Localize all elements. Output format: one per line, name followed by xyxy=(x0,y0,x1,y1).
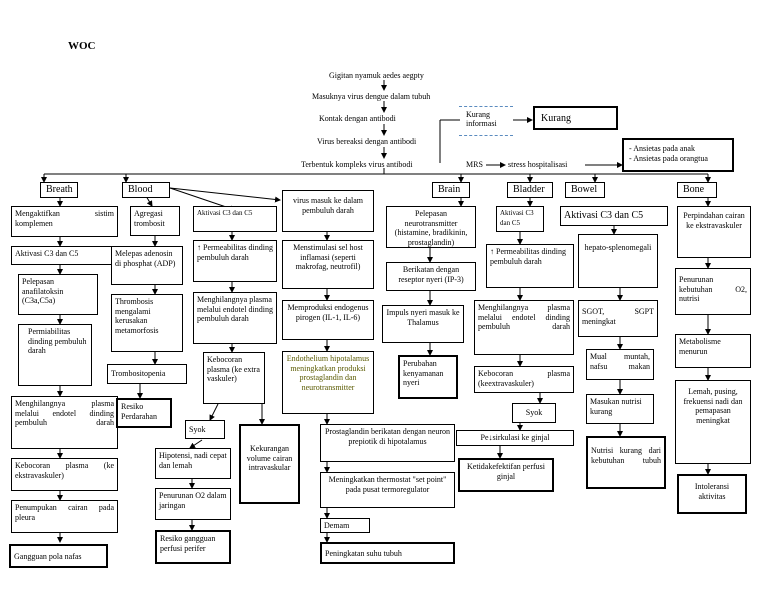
flow-step-1: Gigitan nyamuk aedes aegpty xyxy=(329,71,424,80)
bladder-sirkulasi: Pe↓sirkulasi ke ginjal xyxy=(456,430,574,446)
center-thermostat: Meningkatkan thermostat "set point" pada… xyxy=(320,472,455,508)
blood-adp: Melepas adenosin di phosphat (ADP) xyxy=(111,246,183,285)
header-blood: Blood xyxy=(122,182,170,198)
breath-anafilatoksin: Pelepasan anafilatoksin (C3a,C5a) xyxy=(18,274,98,315)
flow-step-4: Virus bereaksi dengan antibodi xyxy=(317,137,417,146)
header-bowel: Bowel xyxy=(565,182,605,198)
brain-perubahan-kenyamanan: Perubahan kenyamanan nyeri xyxy=(398,355,458,399)
header-bladder: Bladder xyxy=(507,182,553,198)
bowel-nutrisi-kurang: Nutrisi kurang dari kebutuhan tubuh xyxy=(586,436,666,489)
blood-kekurangan-volume: Kekurangan volume cairan intravaskular xyxy=(239,424,300,504)
bladder-menghilangnya: Menghilangnya plasma melalui endotel din… xyxy=(474,300,574,355)
brain-reseptor: Berikatan dengan reseptor nyeri (IP-3) xyxy=(386,262,476,291)
center-endothelium: Endothelium hipotalamus meningkatkan pro… xyxy=(282,351,374,414)
breath-menghilangnya: Menghilangnya plasma melalui endotel din… xyxy=(11,396,118,449)
flow-step-5: Terbentuk kompleks virus antibodi xyxy=(301,160,413,169)
bone-intoleransi-aktivitas: Intoleransi aktivitas xyxy=(677,474,747,514)
blood-thrombosis: Thrombosis mengalami kerusakan metamorfo… xyxy=(111,294,183,352)
bowel-aktivasi: Aktivasi C3 dan C5 xyxy=(560,206,668,226)
bowel-hepatosplenomegali: hepato-splenomegali xyxy=(578,234,658,288)
bladder-ketidakefektifan-perfusi: Ketidakefektifan perfusi ginjal xyxy=(458,458,554,492)
blood-permeabilitas: ↑ Permeabilitas dinding pembuluh darah xyxy=(193,240,277,282)
blood-aktivasi-c3c5: Aktivasi C3 dan C5 xyxy=(193,206,277,232)
flow-step-2: Masuknya virus dengue dalam tubuh xyxy=(312,92,431,101)
flow-step-3: Kontak dengan antibodi xyxy=(319,114,396,123)
blood-menghilangnya: Menghilangnya plasma melalui endotel din… xyxy=(193,292,277,344)
blood-resiko-perfusi: Resiko gangguan perfusi perifer xyxy=(155,530,231,564)
brain-impuls: Impuls nyeri masuk ke Thalamus xyxy=(382,305,464,343)
bladder-kebocoran: Kebocoran plasma (keextravaskuler) xyxy=(474,366,574,393)
bone-metabolisme: Metabolisme menurun xyxy=(675,334,751,368)
breath-kebocoran: Kebocoran plasma (ke ekstravaskuler) xyxy=(11,458,118,491)
breath-permiabilitas: Permiabilitas dinding pembuluh darah xyxy=(18,324,92,386)
bladder-permeabilitas: ↑ Permeabilitas dinding pembuluh darah xyxy=(486,244,574,288)
blood-hipotensi: Hipotensi, nadi cepat dan lemah xyxy=(155,448,231,479)
blood-agregasi: Agregasi trombosit xyxy=(130,206,180,236)
bladder-syok: Syok xyxy=(512,403,556,423)
blood-resiko-perdarahan: Resiko Perdarahan xyxy=(116,398,172,428)
blood-trombositopenia: Trombositopenia xyxy=(107,364,187,384)
bowel-masukan: Masukan nutrisi kurang xyxy=(586,394,654,424)
header-bone: Bone xyxy=(677,182,717,198)
center-demam: Demam xyxy=(320,518,370,533)
blood-penurunan-o2: Penurunan O2 dalam jaringan xyxy=(155,488,231,520)
page-title: WOC xyxy=(68,40,96,52)
center-pirogen: Memproduksi endogenus pirogen (IL-1, IL-… xyxy=(282,300,374,340)
breath-penumpukan: Penumpukan cairan pada pleura xyxy=(11,500,118,533)
ansietas-box: - Ansietas pada anak - Ansietas pada ora… xyxy=(622,138,734,172)
center-menstimulasi: Menstimulasi sel host inflamasi (seperti… xyxy=(282,240,374,289)
blood-syok: Syok xyxy=(185,420,225,439)
bone-perpindahan: Perpindahan cairan ke ekstravaskuler xyxy=(677,206,751,258)
breath-gangguan-pola-nafas: Gangguan pola nafas xyxy=(9,544,108,568)
header-brain: Brain xyxy=(432,182,470,198)
breath-aktivasi: Aktivasi C3 dan C5 xyxy=(11,246,118,265)
mrs-label: MRS xyxy=(466,160,483,169)
breath-komplemen: Mengaktifkan sistim komplemen xyxy=(11,206,118,237)
kurang-pengetahuan-box: Kurang pengetahuan xyxy=(533,106,618,130)
stress-label: stress hospitalisasi xyxy=(508,160,568,169)
center-virus-masuk: virus masuk ke dalam pembuluh darah xyxy=(282,190,374,232)
center-peningkatan-suhu: Peningkatan suhu tubuh xyxy=(320,542,455,564)
kurang-informasi-frame xyxy=(459,106,513,136)
kurang-informasi-label: Kurang informasi xyxy=(466,110,497,128)
center-prostaglandin: Prostaglandin berikatan dengan neuron pr… xyxy=(320,424,455,462)
blood-kebocoran: Kebocoran plasma (ke extra vaskuler) xyxy=(203,352,265,404)
bladder-aktivasi: Aktivasi C3 dan C5 xyxy=(496,206,544,232)
bone-penurunan: Penurunan kebutuhan O2, nutrisi xyxy=(675,268,751,315)
header-breath: Breath xyxy=(40,182,78,198)
brain-neurotransmitter: Pelepasan neurotransmitter (histamine, b… xyxy=(386,206,476,248)
bowel-mual: Mual muntah, nafsu makan xyxy=(586,349,654,380)
bowel-sgot: SGOT, SGPT meningkat xyxy=(578,300,658,337)
bone-lemah: Lemah, pusing, frekuensi nadi dan pemapa… xyxy=(675,380,751,464)
